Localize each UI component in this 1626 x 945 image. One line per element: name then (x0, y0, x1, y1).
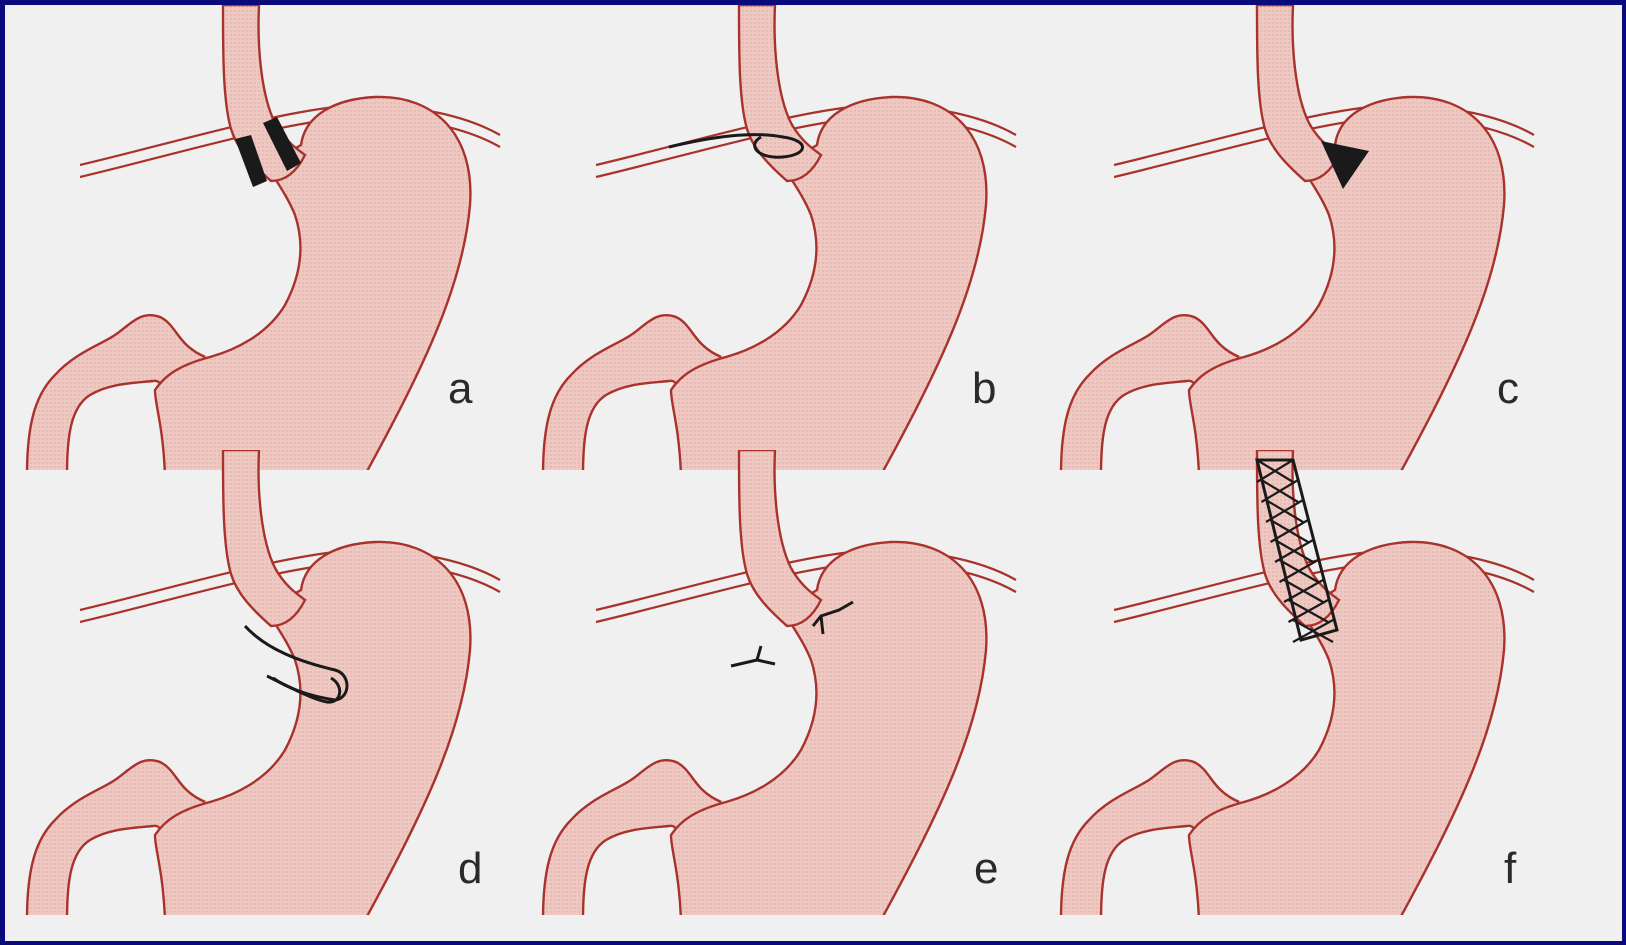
panel-label-c: c (1497, 367, 1519, 411)
stomach-illustration (5, 450, 525, 915)
esophagus (739, 450, 821, 626)
esophagus (739, 5, 821, 181)
stomach-illustration (1039, 5, 1559, 470)
panel-b (521, 5, 1041, 470)
stomach (155, 97, 470, 470)
stomach-illustration (5, 5, 525, 470)
stomach-illustration (521, 5, 1041, 470)
panel-label-b: b (972, 367, 996, 411)
stomach (671, 542, 986, 915)
panel-c (1039, 5, 1559, 470)
stomach (155, 542, 470, 915)
clip-left (731, 646, 775, 666)
panel-label-a: a (448, 367, 472, 411)
esophagus (1257, 5, 1339, 181)
panel-d (5, 450, 525, 915)
stomach (1189, 542, 1504, 915)
esophagus (223, 450, 305, 626)
stomach-illustration (1039, 450, 1559, 915)
panel-e (521, 450, 1041, 915)
panel-label-d: d (458, 847, 482, 891)
stomach (671, 97, 986, 470)
panel-f (1039, 450, 1559, 915)
panel-label-f: f (1504, 847, 1516, 891)
figure: a b c d e f (5, 5, 1622, 941)
panel-a (5, 5, 525, 470)
stomach-illustration (521, 450, 1041, 915)
panel-label-e: e (974, 847, 998, 891)
